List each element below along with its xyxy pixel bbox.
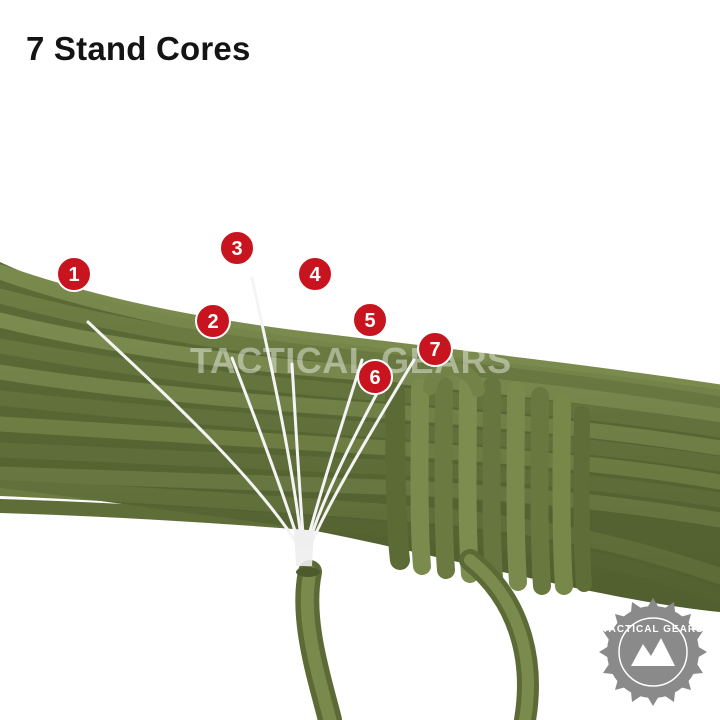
watermark-text: TACTICAL GEARS <box>190 340 512 381</box>
page-title: 7 Stand Cores <box>26 30 251 67</box>
core-bundle-end <box>294 530 314 566</box>
svg-text:4: 4 <box>309 264 321 286</box>
brand-seal-logo: TACTICAL GEARS <box>599 598 707 706</box>
core-marker-3: 3 <box>219 230 255 266</box>
core-marker-1: 1 <box>56 256 92 292</box>
core-marker-2: 2 <box>195 303 231 339</box>
core-marker-6: 6 <box>357 359 393 395</box>
svg-text:5: 5 <box>364 310 375 332</box>
core-marker-7: 7 <box>417 331 453 367</box>
svg-text:6: 6 <box>369 367 380 389</box>
mountain-icon <box>631 638 675 666</box>
core-marker-5: 5 <box>352 302 388 338</box>
svg-text:1: 1 <box>68 264 79 286</box>
core-markers: 1 2 3 4 5 6 7 <box>56 230 453 395</box>
core-marker-4: 4 <box>297 256 333 292</box>
svg-text:3: 3 <box>231 238 242 260</box>
svg-text:7: 7 <box>429 339 440 361</box>
inner-core-threads <box>86 276 416 548</box>
rope-loop <box>295 549 539 720</box>
seal-text: TACTICAL GEARS <box>602 624 703 635</box>
svg-text:2: 2 <box>207 311 218 333</box>
rope-wrap-coil <box>385 361 592 595</box>
